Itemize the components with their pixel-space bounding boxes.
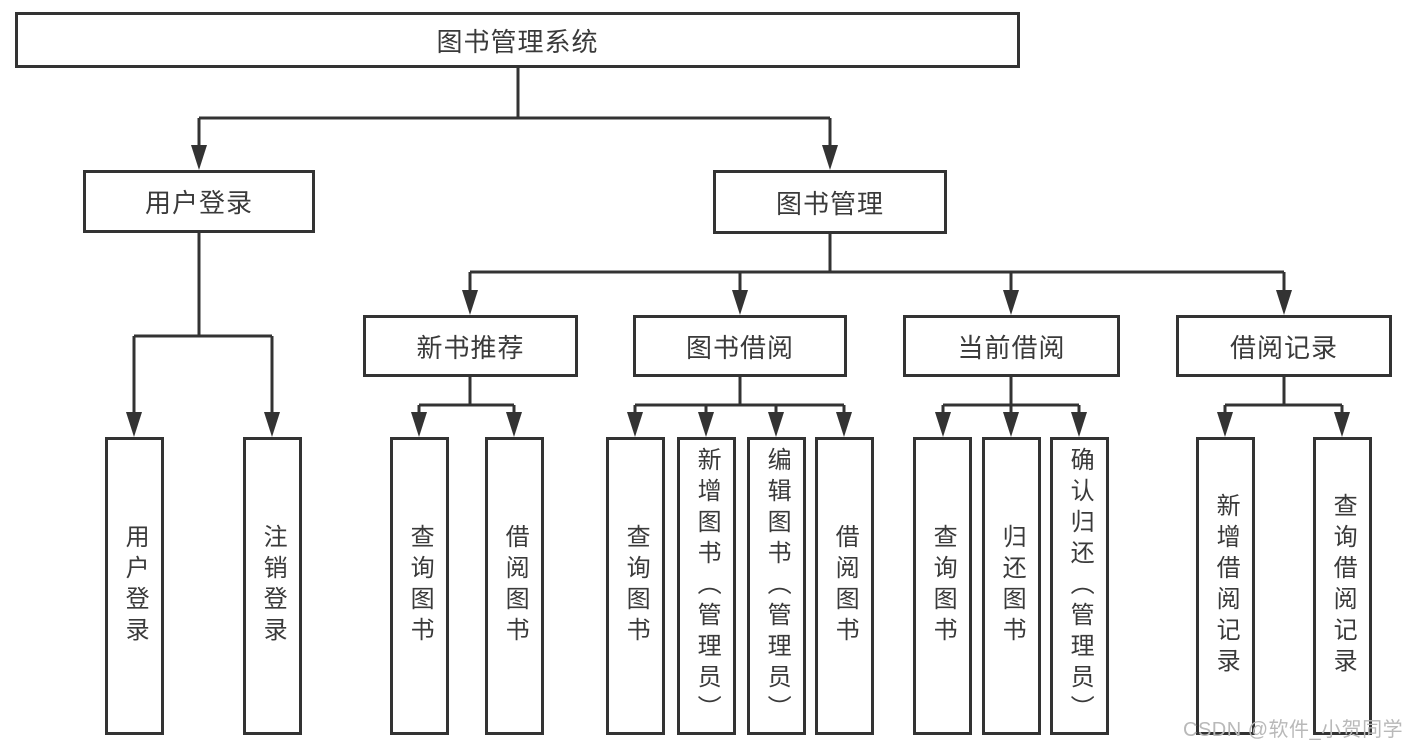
node-label: 查询图书: [929, 524, 957, 648]
connector-elbows: [132, 68, 1344, 417]
leaf-add-books-admin: 新增图书（管理员）: [677, 437, 736, 735]
node-label: 注销登录: [259, 524, 287, 648]
leaf-query-books-1: 查询图书: [390, 437, 449, 735]
node-label: 新增图书（管理员）: [693, 446, 721, 726]
leaf-borrow-books-1: 借阅图书: [485, 437, 544, 735]
leaf-query-borrow-record: 查询借阅记录: [1313, 437, 1372, 735]
node-label: 归还图书: [998, 524, 1026, 648]
node-label: 用户登录: [144, 188, 253, 218]
node-label: 用户登录: [121, 524, 149, 648]
leaf-confirm-return-admin: 确认归还（管理员）: [1050, 437, 1109, 735]
node-label: 当前借阅: [957, 332, 1066, 363]
node-book-management: 图书管理: [713, 170, 947, 234]
node-label: 新书推荐: [416, 332, 525, 363]
node-label: 编辑图书（管理员）: [763, 446, 791, 726]
leaf-user-login: 用户登录: [105, 437, 164, 735]
node-label: 借阅图书: [831, 524, 859, 648]
node-label: 查询借阅记录: [1329, 493, 1357, 679]
node-label: 查询图书: [622, 524, 650, 648]
leaf-edit-books-admin: 编辑图书（管理员）: [747, 437, 806, 735]
leaf-query-books-3: 查询图书: [913, 437, 972, 735]
node-label: 图书管理: [775, 188, 884, 219]
leaf-borrow-books-2: 借阅图书: [815, 437, 874, 735]
node-label: 借阅记录: [1229, 332, 1338, 363]
leaf-return-books: 归还图书: [982, 437, 1041, 735]
node-label: 借阅图书: [501, 524, 529, 648]
node-system-root: 图书管理系统: [15, 12, 1020, 68]
arrowhead-icons: [126, 145, 1350, 437]
node-label: 新增借阅记录: [1212, 493, 1240, 679]
node-label: 图书借阅: [685, 332, 794, 363]
node-user-login: 用户登录: [83, 170, 315, 233]
node-label: 确认归还（管理员）: [1066, 446, 1094, 726]
node-borrow-records: 借阅记录: [1176, 315, 1392, 377]
leaf-logout: 注销登录: [243, 437, 302, 735]
node-label: 查询图书: [406, 524, 434, 648]
node-label: 图书管理系统: [436, 26, 599, 57]
node-new-book-recommend: 新书推荐: [363, 315, 578, 377]
leaf-add-borrow-record: 新增借阅记录: [1196, 437, 1255, 735]
leaf-query-books-2: 查询图书: [606, 437, 665, 735]
node-book-borrow: 图书借阅: [633, 315, 847, 377]
csdn-watermark: CSDN @软件_小贺同学: [1183, 719, 1404, 741]
node-current-borrow: 当前借阅: [903, 315, 1120, 377]
